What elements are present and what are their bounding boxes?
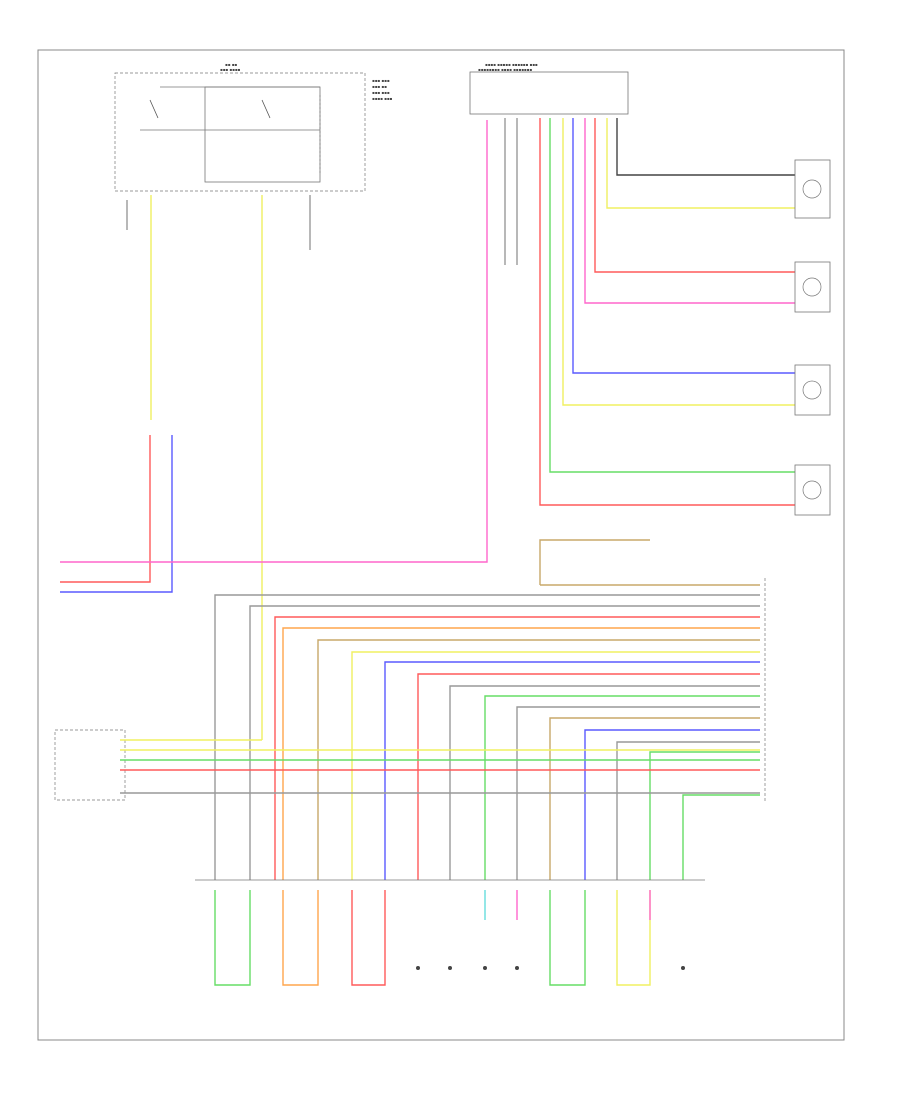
fuse-relay-box: ▪▪ ▪▪ ▪▪▪ ▪▪▪▪ ▪▪▪ ▪▪▪ ▪▪▪ ▪▪ ▪▪▪ ▪▪▪ ▪▪… [114,62,393,192]
top-right-connector: ▪▪▪▪ ▪▪▪▪▪ ▪▪▪▪▪▪ ▪▪▪ ▪▪▪▪▪▪▪▪ ▪▪▪▪ ▪▪▪▪… [469,62,629,115]
fuse-box-wires [126,195,311,740]
svg-text:▪▪▪▪▪▪▪▪ ▪▪▪▪ ▪▪▪▪▪▪▪: ▪▪▪▪▪▪▪▪ ▪▪▪▪ ▪▪▪▪▪▪▪ [478,67,532,72]
svg-text:▪▪ ▪▪: ▪▪ ▪▪ [225,62,237,67]
solenoid-connector [195,879,705,986]
left-connector-wires [60,120,488,593]
svg-text:▪▪▪ ▪▪▪: ▪▪▪ ▪▪▪ [372,78,390,83]
diagram-border [37,49,845,1041]
svg-text:▪▪▪ ▪▪▪▪: ▪▪▪ ▪▪▪▪ [220,67,241,72]
svg-text:▪▪▪ ▪▪: ▪▪▪ ▪▪ [372,84,387,89]
wheel-speed-sensors [794,159,831,516]
sensor-wires [504,118,795,506]
range-switch-wires [54,729,760,801]
ecm-bus-wires [214,594,760,880]
svg-text:▪▪▪▪ ▪▪▪: ▪▪▪▪ ▪▪▪ [372,96,393,101]
svg-text:▪▪▪▪ ▪▪▪▪▪ ▪▪▪▪▪▪ ▪▪▪: ▪▪▪▪ ▪▪▪▪▪ ▪▪▪▪▪▪ ▪▪▪ [485,62,538,67]
svg-text:▪▪▪ ▪▪▪: ▪▪▪ ▪▪▪ [372,90,390,95]
tan-loop-wire [539,539,650,585]
